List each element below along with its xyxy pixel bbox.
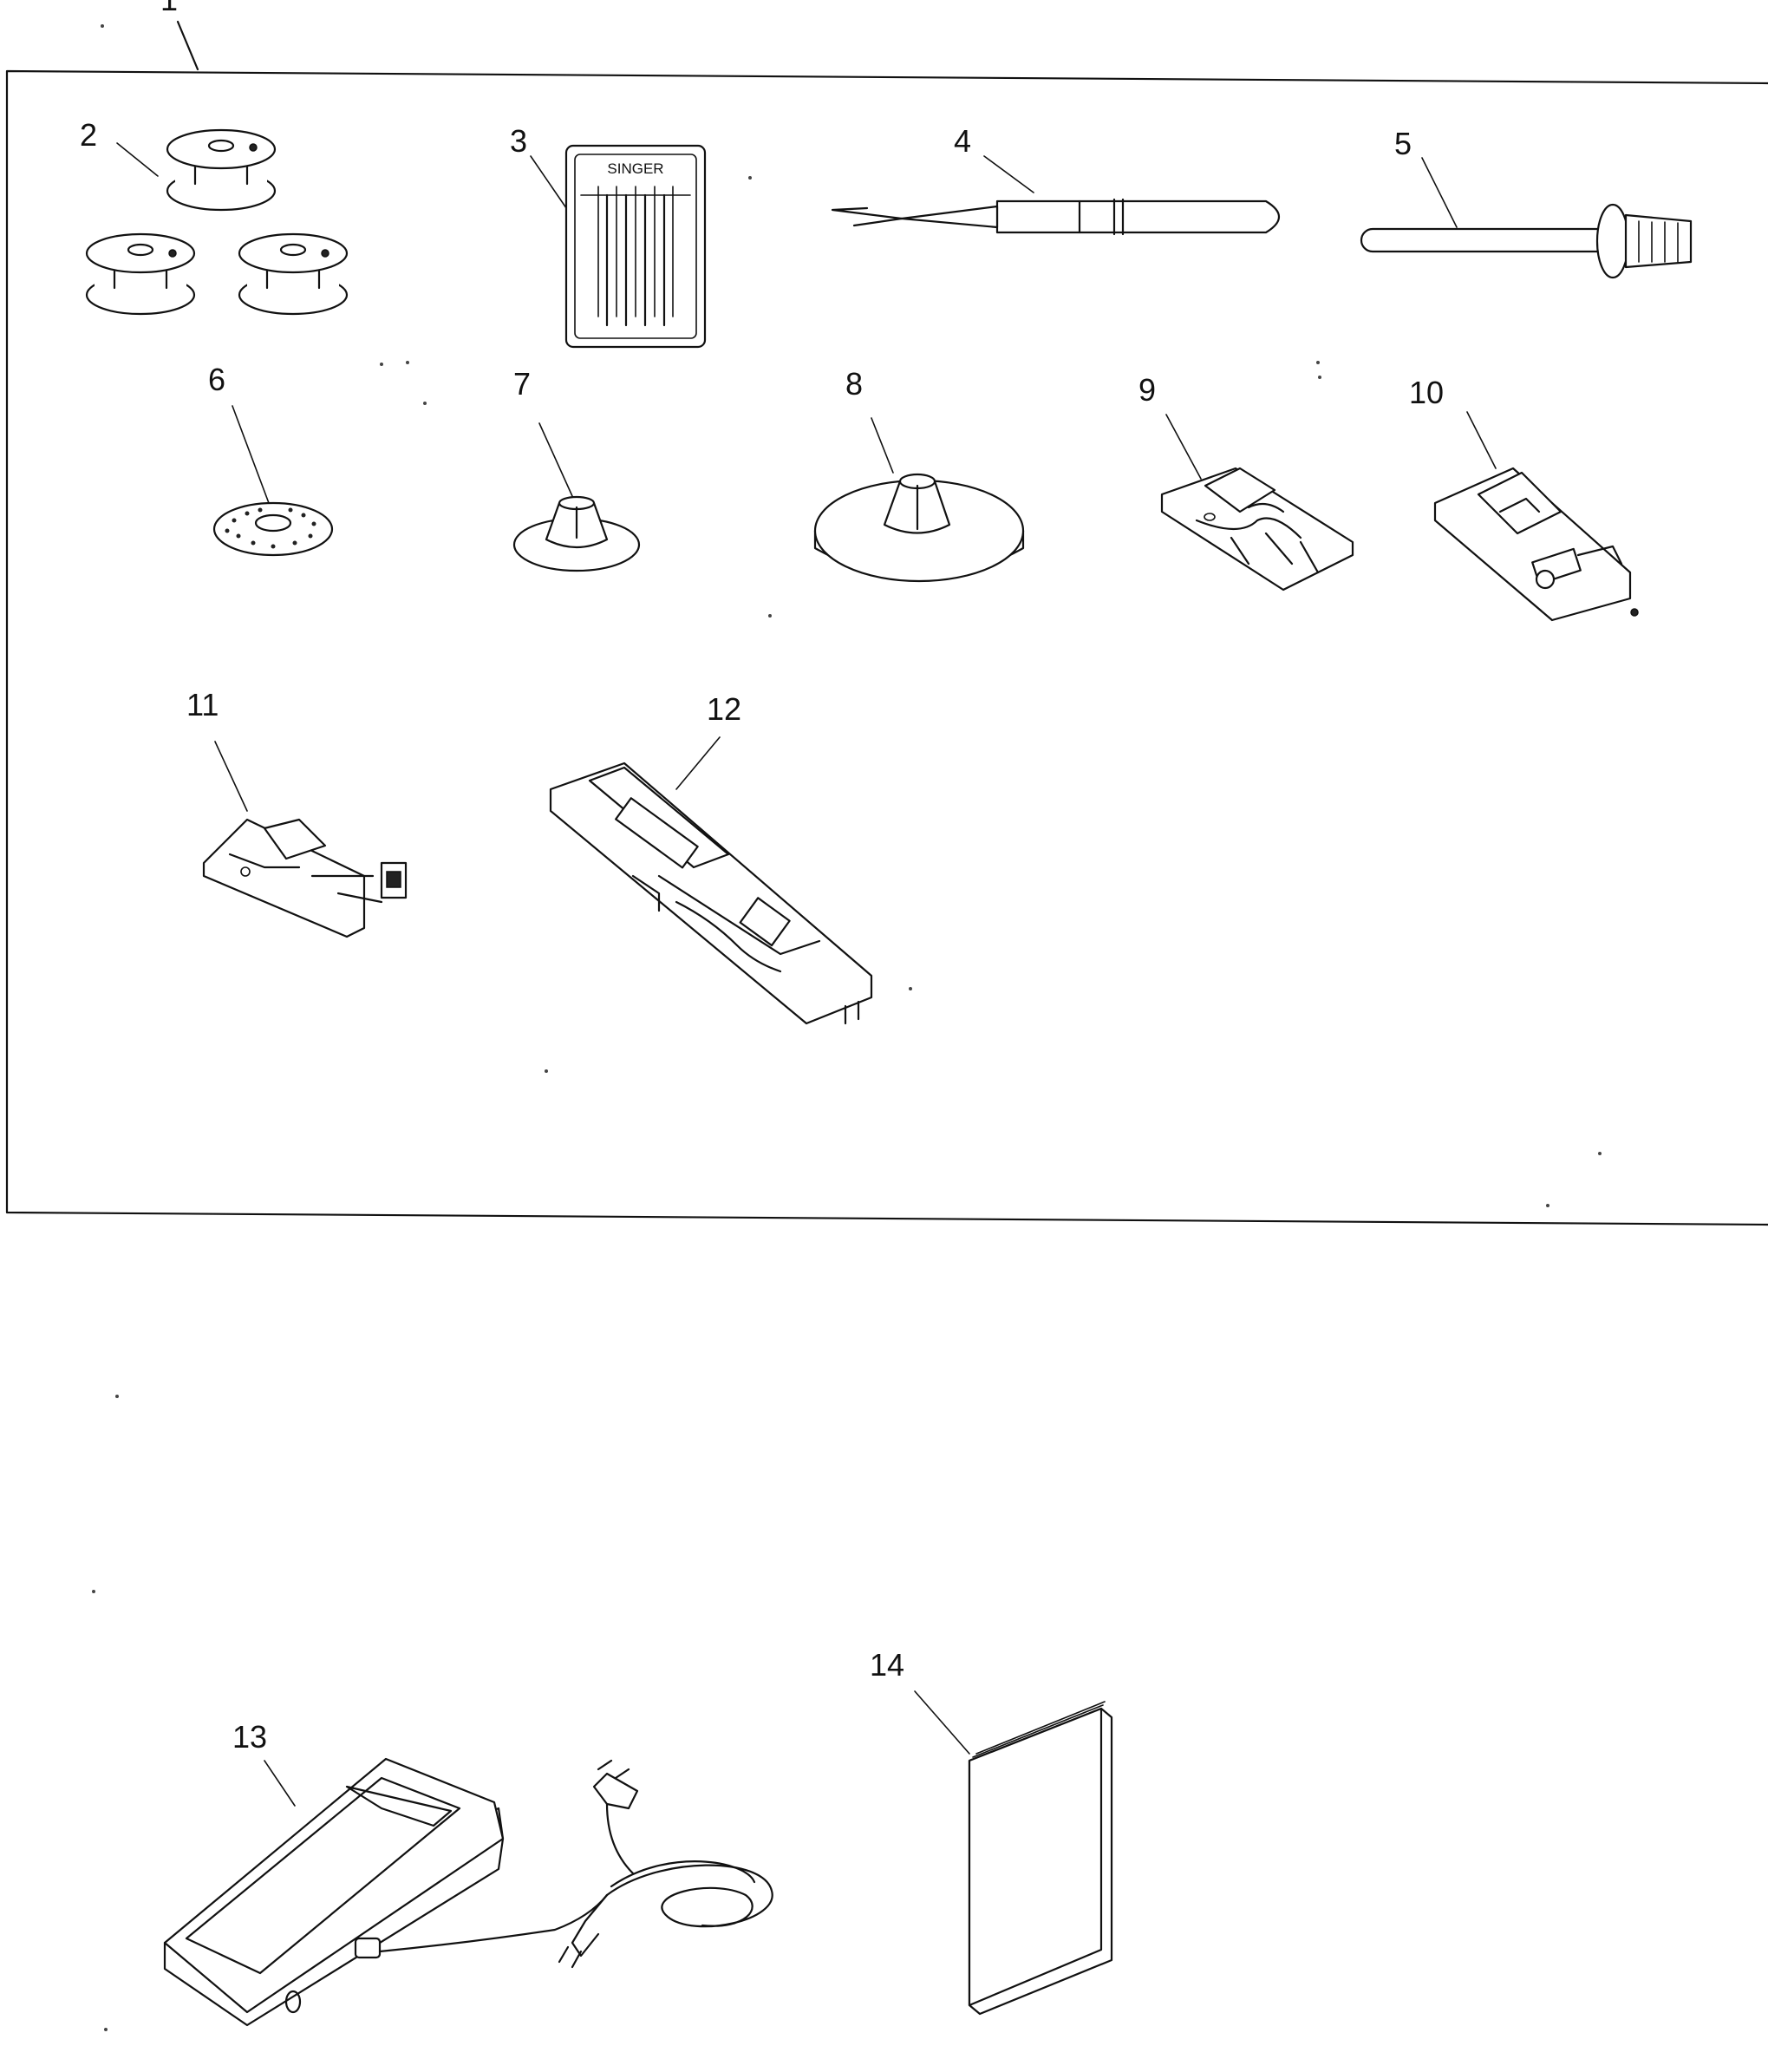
- bobbins-illustration: 2: [80, 117, 349, 316]
- spool-pin-brush-illustration: 5: [1360, 126, 1693, 279]
- instruction-manual-illustration: 14: [870, 1647, 1113, 2016]
- foot-controller-illustration: 13: [163, 1719, 773, 2027]
- callout-10-label: 10: [1409, 375, 1444, 410]
- callout-2-label: 2: [80, 117, 97, 153]
- callout-11-label: 11: [186, 687, 219, 722]
- seam-ripper-illustration: 4: [831, 123, 1281, 236]
- callout-7-label: 7: [513, 366, 531, 402]
- needle-packet-illustration: 3 SINGER: [510, 123, 707, 349]
- overcast-foot-illustration: 10: [1409, 375, 1639, 622]
- accessory-box: 1: [5, 0, 1768, 1226]
- callout-5-label: 5: [1394, 126, 1412, 161]
- buttonhole-foot-illustration: 12: [549, 691, 873, 1025]
- felt-illustration: 6: [208, 362, 334, 557]
- small-spool-cap-illustration: 7: [512, 366, 641, 572]
- blind-hem-foot-illustration: 11: [186, 687, 408, 938]
- needle-brand-label: SINGER: [607, 160, 663, 177]
- callout-14-label: 14: [870, 1647, 904, 1683]
- print-specks: [92, 24, 1602, 2031]
- callout-1-label: 1: [160, 0, 178, 17]
- satin-foot-illustration: 9: [1138, 372, 1354, 592]
- callout-9-label: 9: [1138, 372, 1156, 408]
- callout-3-label: 3: [510, 123, 527, 159]
- callout-13-label: 13: [232, 1719, 267, 1755]
- callout-12-label: 12: [707, 691, 741, 727]
- callout-4-label: 4: [954, 123, 971, 159]
- large-spool-cap-illustration: 8: [813, 366, 1025, 583]
- callout-8-label: 8: [845, 366, 863, 402]
- callout-6-label: 6: [208, 362, 225, 397]
